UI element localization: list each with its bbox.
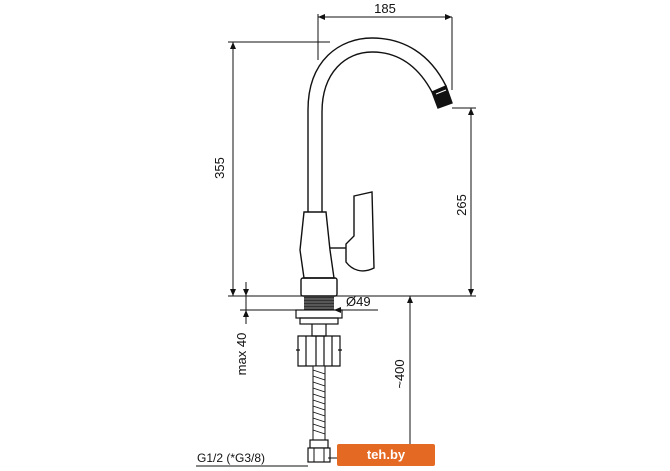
watermark-logo: teh.by [337, 444, 435, 466]
max-countertop-dimension: max 40 [234, 282, 304, 375]
spout-reach-dimension: 185 [317, 1, 453, 90]
hose-length-label: ~400 [392, 359, 407, 388]
thread-label: G1/2 (*G3/8) [197, 451, 265, 465]
spout-height-label: 265 [454, 194, 469, 216]
flexible-hose [307, 365, 331, 463]
spout-reach-label: 185 [374, 1, 396, 16]
faucet-body [299, 37, 453, 297]
spout-height-dimension: 265 [452, 107, 476, 296]
threaded-shank [304, 296, 334, 310]
max-countertop-label: max 40 [234, 333, 249, 376]
mounting-nut [295, 309, 343, 367]
total-height-dimension: 355 [212, 41, 330, 296]
thread-dimension: G1/2 (*G3/8) [196, 451, 308, 467]
base-diameter-label: Ø49 [346, 294, 371, 309]
watermark-text: teh.by [366, 447, 406, 462]
hose-length-dimension: ~400 [328, 296, 416, 459]
total-height-label: 355 [212, 157, 227, 179]
